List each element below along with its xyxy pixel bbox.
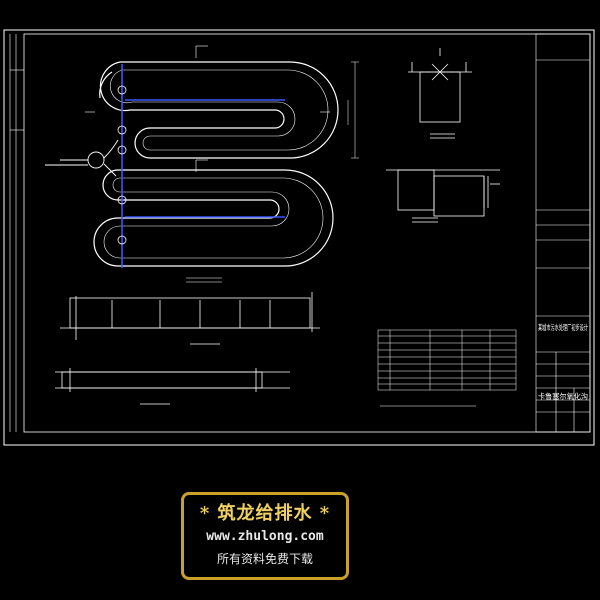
section-markers [85,45,330,172]
drawing-name: 卡鲁塞尔氧化沟 [538,391,588,401]
materials-table [377,329,517,407]
plan-dimensions [347,61,359,159]
cad-drawing-sheet: 某城市污水处理厂初步设计 卡鲁塞尔氧化沟 [3,29,595,446]
blue-pipe-lines [121,64,285,268]
detail-section-2 [386,169,500,223]
oxidation-ditch-upper [99,61,339,159]
oxidation-ditch-lower [93,169,334,267]
banner-url[interactable]: www.zhulong.com [206,529,324,544]
longitudinal-section [60,292,320,345]
detail-section-1 [408,48,472,139]
project-name: 某城市污水处理厂初步设计 [538,322,588,332]
banner-slogan: 所有资料免费下载 [216,552,313,566]
banner-brand: * 筑龙给排水 * [199,503,331,524]
binding-strip [9,34,24,432]
plan-caption [186,277,222,283]
inlet-well [45,139,119,177]
cross-section-long [55,368,290,405]
zhulong-banner[interactable]: * 筑龙给排水 * www.zhulong.com 所有资料免费下载 [181,492,349,580]
sheet-outer-frame [3,29,595,446]
aerator-markers [117,85,127,245]
title-block [535,33,591,433]
